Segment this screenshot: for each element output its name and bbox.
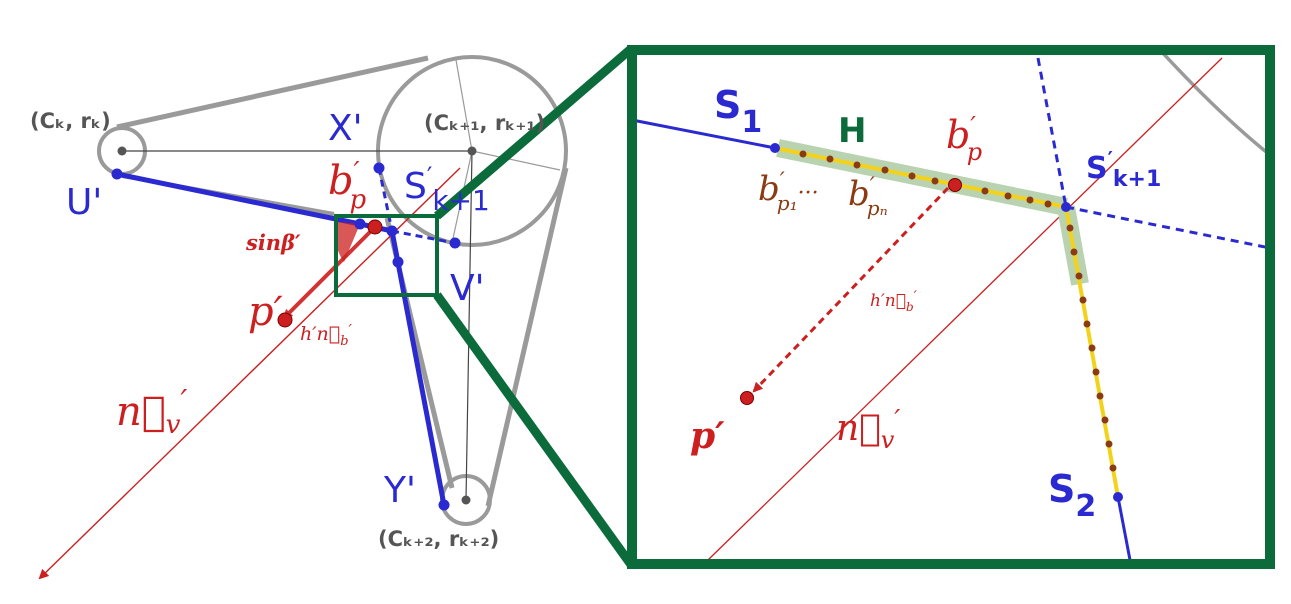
- point-v: [449, 237, 461, 249]
- point-s1: [354, 218, 366, 230]
- blue-edge-y: [389, 230, 447, 506]
- sample-point: [1004, 192, 1012, 200]
- sin-beta-wedge: [336, 222, 360, 262]
- zoom-edge-x-dashed: [1036, 57, 1068, 208]
- sample-point: [1066, 224, 1074, 232]
- zoom-label-p: p′: [690, 415, 725, 457]
- sample-point: [1096, 392, 1104, 400]
- sample-point: [1105, 440, 1113, 448]
- zoom-normal-line-nv: [707, 57, 1223, 561]
- blue-edge-v: [391, 229, 456, 245]
- point-p: [277, 312, 293, 328]
- normal-line-nv: [38, 167, 461, 580]
- label-h-nb: h′n⃗b′: [300, 321, 353, 349]
- zoom-edge-s2: [1116, 496, 1132, 561]
- tangent-top: [116, 55, 429, 130]
- zoom-point-s2: [1113, 492, 1123, 502]
- label-sk1: S′k+1: [404, 162, 490, 217]
- zoom-label-s2: S2: [1048, 467, 1096, 524]
- sample-point: [1044, 200, 1052, 208]
- zoom-label-bpn: b′pₙ: [848, 174, 888, 220]
- zoom-h-nb-arrow: [752, 186, 950, 393]
- label-bp: b′p: [328, 157, 367, 215]
- zoom-point-p: [740, 391, 754, 405]
- label-p: p′: [248, 289, 283, 335]
- sample-point: [908, 172, 916, 180]
- zoom-connector-top: [434, 44, 635, 220]
- h-nb-arrow: [282, 226, 376, 320]
- spoke-1: [455, 59, 473, 152]
- label-sin-beta: sinβ′: [245, 230, 301, 255]
- center-line-k1-k2: [465, 150, 473, 501]
- point-u: [111, 168, 123, 180]
- label-nv: n⃗v′: [116, 384, 187, 440]
- zoom-label-nv: n⃗v′: [836, 405, 900, 454]
- label-y: Y': [383, 470, 416, 511]
- sample-point: [1088, 344, 1096, 352]
- zoom-panel-border: [627, 45, 1275, 569]
- sample-point: [799, 150, 807, 158]
- label-circle-k: (Cₖ, rₖ): [30, 109, 111, 133]
- label-circle-k1: (Cₖ₊₁, rₖ₊₁): [424, 111, 545, 135]
- label-v: V': [450, 268, 485, 309]
- sample-point: [881, 166, 889, 174]
- zoom-connector-bottom: [433, 292, 636, 569]
- center-dot-k1: [467, 146, 477, 156]
- tangent-right-lower: [485, 167, 569, 507]
- point-s2: [392, 256, 404, 268]
- point-x: [373, 162, 385, 174]
- sample-point: [1070, 248, 1078, 256]
- zoom-label-bp1: b′p₁···: [758, 169, 819, 215]
- point-y: [438, 499, 450, 511]
- center-dot-k: [117, 146, 127, 156]
- blue-edge-u: [116, 171, 361, 227]
- sample-point: [1079, 296, 1087, 304]
- point-bp: [367, 219, 383, 235]
- zoom-source-rect: [334, 214, 439, 297]
- spoke-2: [471, 150, 561, 171]
- zoom-label-bp: b′p: [946, 112, 982, 166]
- zoom-circle-arc: [1158, 50, 1270, 157]
- zoom-edge-v-dashed: [1065, 205, 1270, 250]
- left-diagram: (Cₖ, rₖ) (Cₖ₊₁, rₖ₊₁) (Cₖ₊₂, rₖ₊₂) U' X'…: [30, 44, 636, 580]
- label-circle-k2: (Cₖ₊₂, rₖ₊₂): [378, 527, 499, 551]
- center-dot-k2: [461, 495, 471, 505]
- label-x: X': [328, 108, 363, 149]
- label-u: U': [66, 182, 102, 223]
- zoom-point-s1: [770, 143, 780, 153]
- sample-point: [826, 155, 834, 163]
- zoom-sample-points: [799, 150, 1117, 472]
- zoom-label-h-nb: h′n⃗b′: [870, 289, 918, 314]
- sample-point: [1026, 196, 1034, 204]
- sample-point: [1083, 320, 1091, 328]
- sample-point: [1075, 272, 1083, 280]
- point-sk1: [386, 225, 398, 237]
- zoom-label-sk1: S′k+1: [1086, 147, 1161, 192]
- sample-point: [931, 177, 939, 185]
- zoom-label-h: H: [838, 111, 866, 151]
- zoom-edge-s1: [632, 118, 776, 150]
- sample-point: [1109, 464, 1117, 472]
- sample-point: [981, 187, 989, 195]
- zoom-label-s1: S1: [714, 83, 762, 140]
- zoom-point-sk1: [1061, 202, 1071, 212]
- sample-point: [853, 161, 861, 169]
- sample-point: [1101, 416, 1109, 424]
- zoom-panel: S1 S2 H b′p S′k+1 b′p₁··· b′pₙ h′n⃗b′ p′…: [627, 45, 1275, 569]
- zoom-point-bp: [948, 178, 962, 192]
- sample-point: [1092, 368, 1100, 376]
- blue-edge-x: [377, 167, 394, 232]
